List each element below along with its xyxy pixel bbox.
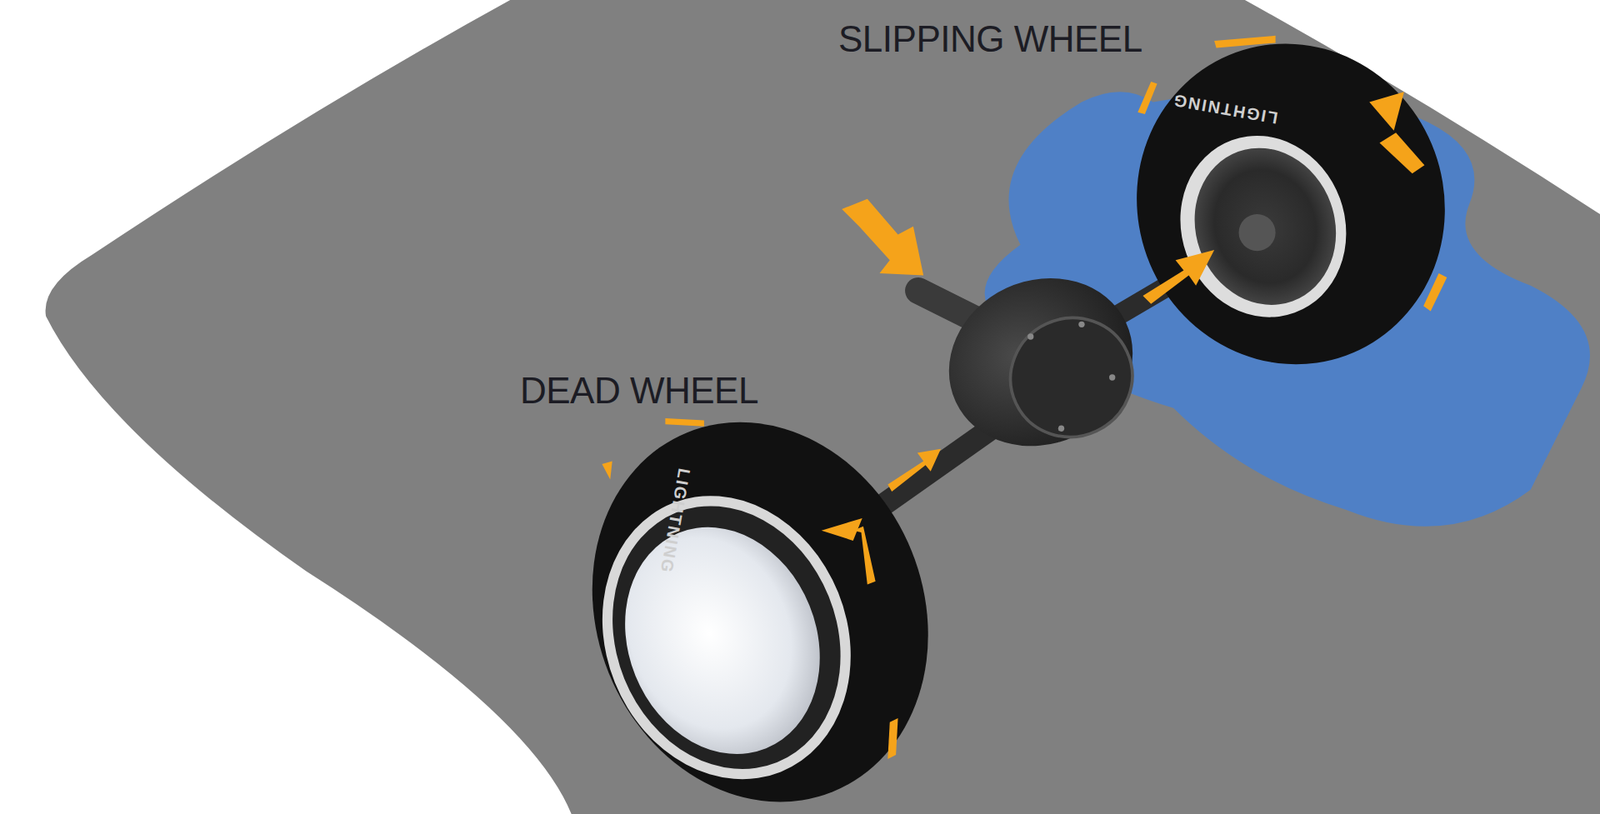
tire-text: LIGHTNING	[656, 466, 695, 575]
dead-rim	[591, 497, 853, 784]
bolt	[1058, 425, 1065, 432]
ground-surface	[45, 0, 1600, 814]
differential-housing	[920, 248, 1160, 476]
bolt	[1109, 374, 1115, 380]
dead-sidewall	[560, 458, 893, 814]
bolt	[1078, 321, 1085, 328]
tire-text: LIGHTNING	[1170, 90, 1280, 128]
bolt	[1027, 333, 1034, 340]
differential-cover	[990, 298, 1152, 458]
slipping-tire	[1091, 0, 1490, 408]
callout-label: DEAD WHEEL	[520, 370, 759, 412]
dead-tire-inner	[574, 471, 880, 805]
slipping-hub	[1172, 128, 1358, 325]
dead-tire	[535, 371, 985, 814]
callout-label: SLIPPING WHEEL	[838, 18, 1143, 60]
hub-cap	[1239, 214, 1276, 251]
slipping-rim	[1155, 112, 1371, 341]
